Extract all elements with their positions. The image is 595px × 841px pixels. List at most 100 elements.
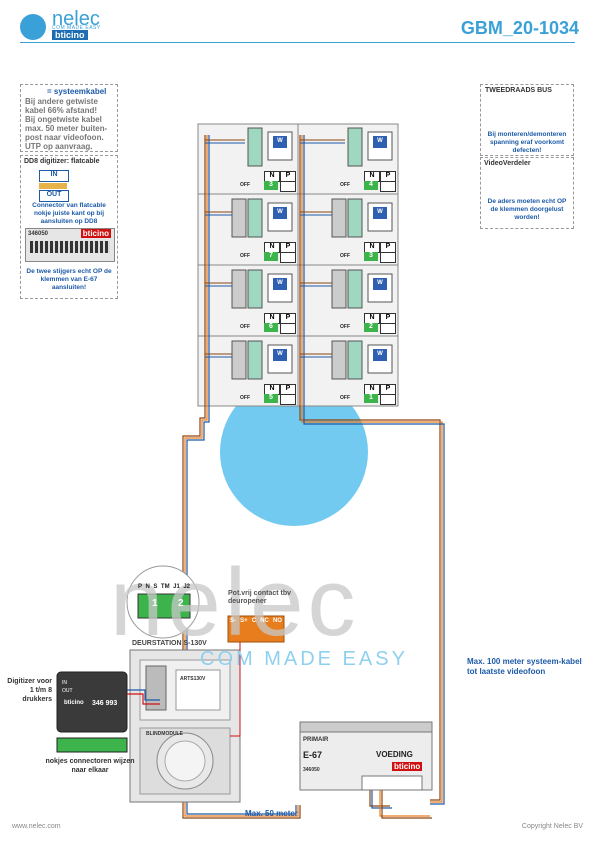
dd8-title: DD8 digitizer: flatcable: [24, 158, 100, 165]
apartment-address-block: OFF N P 7: [240, 242, 296, 263]
apartment-number: 5: [264, 394, 278, 403]
apartment-devices: [231, 127, 393, 380]
connector-number-2: 2: [178, 598, 184, 609]
brand-name: nelec: [52, 8, 100, 30]
off-label: OFF: [240, 324, 250, 330]
contact-title: Pot.vrij contact tbv deuropener: [228, 590, 292, 605]
off-label: OFF: [240, 253, 250, 259]
apartment-address-block: OFF N P 1: [340, 384, 396, 405]
cable-legend-line-1: Bij andere getwiste: [25, 97, 98, 106]
footer-copyright: Copyright Nelec BV: [521, 823, 583, 830]
apartment-number: 3: [364, 252, 378, 261]
cable-legend-line-6: UTP op aanvraag.: [25, 142, 93, 151]
door-station-model: ARTS130V: [180, 676, 206, 682]
contact-block: [227, 615, 285, 737]
monitor-label: W: [377, 138, 383, 144]
tweedraads-panel: TWEEDRAADS BUS Bij monteren/demonteren s…: [480, 84, 574, 156]
dd8-terminal-strip: [30, 241, 110, 253]
apartment-number: 6: [264, 323, 278, 332]
videoverdeler-note: De aders moeten echt OP de klemmen doorg…: [487, 198, 567, 221]
contact-no: NO: [272, 618, 282, 624]
nelec-logo-icon: [20, 14, 46, 40]
dd8-riser-note: De twee stijgers echt OP de klemmen van …: [26, 268, 112, 291]
p-slot: [380, 252, 396, 263]
dd8-module: 346050 bticino: [25, 228, 115, 262]
apartment-number: 1: [364, 394, 378, 403]
p-slot: [380, 394, 396, 405]
psu-primary-label: PRIMAIR: [303, 737, 329, 743]
connector-terminal-labels: P N S TM J1 J2: [138, 584, 190, 590]
connector-magnifier: [126, 565, 200, 639]
digitizer-in-label: IN: [62, 680, 67, 686]
document-id: GBM_20-1034: [460, 18, 579, 38]
watermark-text: nelec: [110, 549, 360, 656]
apartment-number: 3: [264, 181, 278, 190]
videoverdeler-panel: VideoVerdeler De aders moeten echt OP de…: [480, 157, 574, 229]
tweedraads-note: Bij monteren/demonteren spanning eraf vo…: [487, 131, 567, 154]
apartment-address-block: OFF N P 4: [340, 171, 396, 192]
digitizer-brand: bticino: [64, 700, 84, 706]
cable-legend-line-5: post naar videofoon.: [25, 133, 104, 142]
footer-website[interactable]: www.nelec.com: [12, 823, 61, 830]
p-slot: [280, 323, 296, 334]
monitor-label: W: [277, 209, 283, 215]
videoverdeler-title: VideoVerdeler: [484, 160, 531, 167]
max-50-note: Max. 50 meter: [245, 809, 298, 818]
p-slot: [280, 394, 296, 405]
terminal-s: S: [153, 584, 158, 590]
psu-code: 346050: [303, 767, 320, 773]
psu-model: E-67: [303, 750, 323, 760]
terminal-j1: J1: [173, 584, 180, 590]
digitizer-code: 346 993: [92, 700, 118, 707]
door-station-housing: [129, 649, 241, 803]
apartment-number: 4: [364, 181, 378, 190]
watermark-tagline: COM MADE EASY: [200, 648, 408, 670]
monitor-label: W: [277, 351, 283, 357]
monitor-label: W: [277, 280, 283, 286]
system-cable: [182, 135, 445, 819]
apartment-address-block: OFF N P 2: [340, 313, 396, 334]
header-divider: [20, 42, 575, 43]
brand-tagline: COM MADE EASY: [52, 25, 101, 31]
door-station-title: DEURSTATION S-130V: [132, 640, 207, 647]
apartment-number: 2: [364, 323, 378, 332]
off-label: OFF: [340, 253, 350, 259]
dd8-in-label: IN: [39, 170, 69, 182]
digitizer-unit: [56, 671, 160, 753]
contact-nc: NC: [260, 618, 269, 624]
off-label: OFF: [340, 324, 350, 330]
cable-legend-title: = systeemkabel: [47, 87, 107, 96]
flatcable-graphic: [39, 183, 67, 189]
monitor-label: W: [377, 351, 383, 357]
terminal-p: P: [138, 584, 143, 590]
terminal-j2: J2: [183, 584, 190, 590]
apartment-address-block: OFF N P 3: [240, 171, 296, 192]
dd8-panel: DD8 digitizer: flatcable IN OUT Connecto…: [20, 155, 118, 299]
dd8-out-label: OUT: [39, 190, 69, 202]
apartment-address-block: OFF N P 5: [240, 384, 296, 405]
dd8-module-brand: bticino: [80, 229, 111, 238]
digitizer-label: Digitizer voor 1 t/m 8 drukkers: [7, 678, 52, 703]
contact-s-plus: S+: [240, 618, 248, 624]
connector-number-1: 1: [152, 598, 158, 609]
p-slot: [380, 323, 396, 334]
apartment-number: 7: [264, 252, 278, 261]
dd8-connector-note: Connector van flatcable nokje juiste kan…: [32, 202, 106, 225]
off-label: OFF: [340, 182, 350, 188]
cable-legend-line-2: kabel 66% afstand!: [25, 106, 98, 115]
monitor-label: W: [377, 280, 383, 286]
terminal-tm: TM: [160, 584, 170, 590]
tweedraads-title: TWEEDRAADS BUS: [485, 87, 552, 94]
contact-terminal-labels: S- S+ C NC NO: [228, 618, 284, 624]
psu-brand: bticino: [392, 762, 423, 771]
psu-title: VOEDING: [376, 750, 413, 759]
contact-s-minus: S-: [230, 618, 237, 624]
terminal-n: N: [145, 584, 150, 590]
digitizer-out-label: OUT: [62, 688, 73, 694]
dd8-module-code: 346050: [28, 231, 49, 237]
apartment-address-block: OFF N P 6: [240, 313, 296, 334]
max-100-note: Max. 100 meter systeem-kabel tot laatste…: [467, 657, 582, 676]
blind-module-label: BLINDMODULE: [146, 731, 183, 737]
monitor-label: W: [377, 209, 383, 215]
off-label: OFF: [240, 182, 250, 188]
